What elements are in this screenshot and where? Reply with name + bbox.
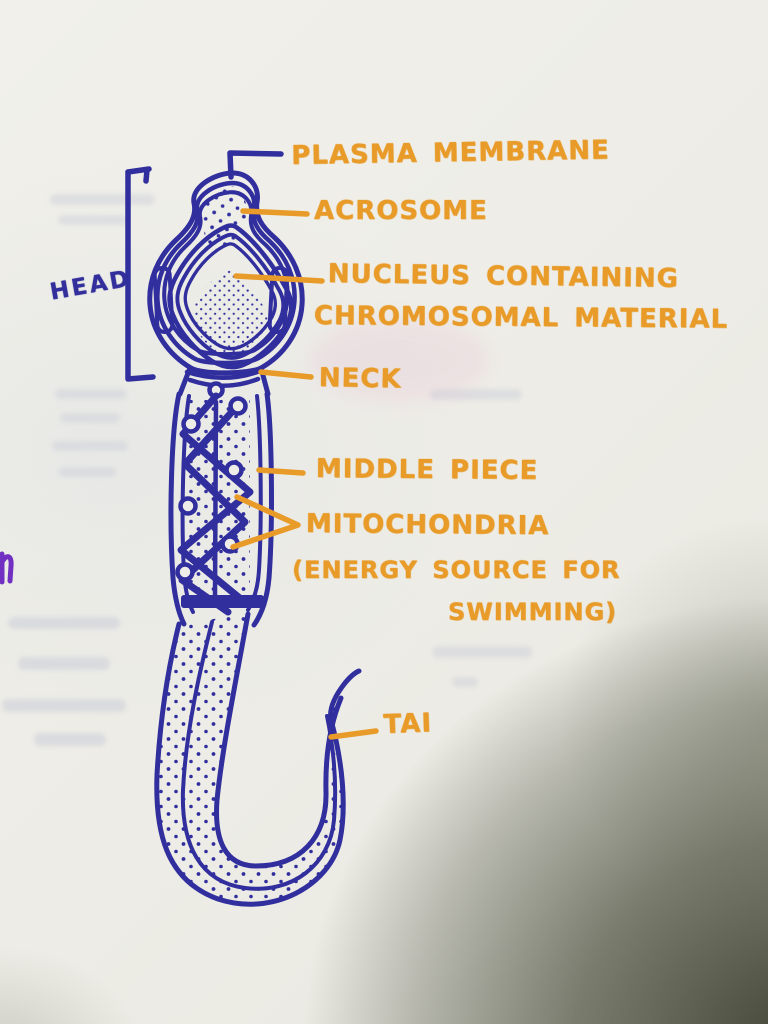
label-tail: TAI bbox=[383, 708, 433, 740]
tail-leader-line bbox=[328, 728, 379, 740]
middle-piece-leader-line bbox=[256, 467, 306, 476]
label-nucleus-line2: CHROMOSOMAL MATERIAL bbox=[313, 301, 729, 335]
tail-drawing bbox=[154, 611, 362, 907]
label-mitochondria-note2: SWIMMING) bbox=[448, 598, 618, 626]
stray-pen-mark bbox=[0, 551, 14, 585]
label-mitochondria-note1: (ENERGY SOURCE FOR bbox=[292, 556, 621, 584]
label-acrosome: ACROSOME bbox=[314, 196, 488, 226]
head-bracket bbox=[125, 166, 156, 382]
label-middle-piece: MIDDLE PIECE bbox=[315, 454, 539, 486]
label-neck: NECK bbox=[318, 363, 402, 395]
acrosome-leader-line bbox=[240, 208, 310, 217]
nucleus-leader-line bbox=[233, 273, 325, 284]
neck-leader-line bbox=[258, 369, 314, 380]
label-nucleus-line1: NUCLEUS CONTAINING bbox=[327, 259, 680, 294]
label-mitochondria: MITOCHONDRIA bbox=[305, 509, 550, 542]
label-plasma-membrane: PLASMA MEMBRANE bbox=[291, 135, 610, 171]
annulus-band bbox=[181, 595, 264, 608]
